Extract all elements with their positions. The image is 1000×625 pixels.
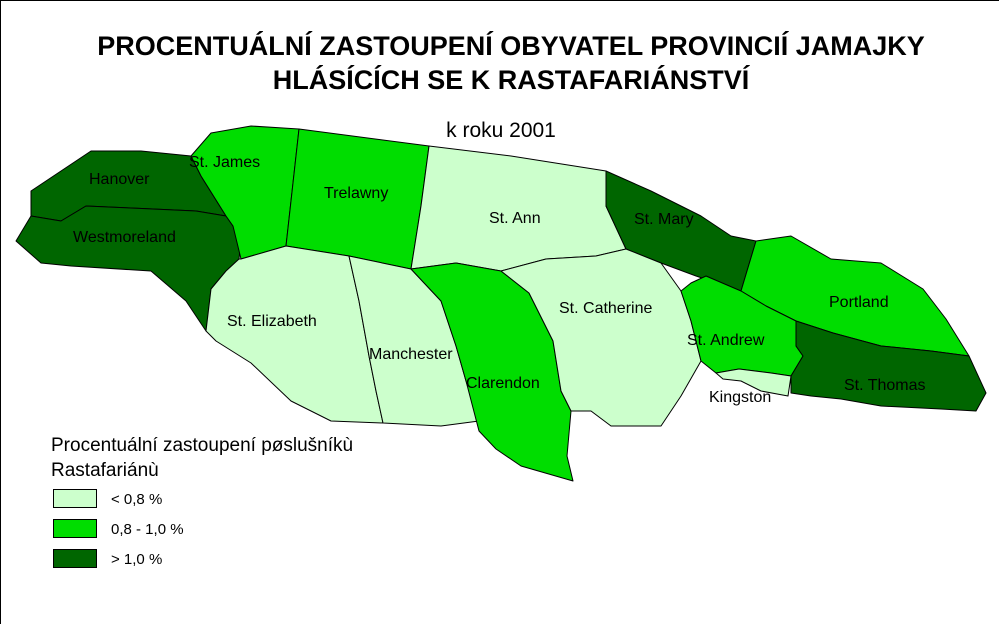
label-clarendon: Clarendon	[466, 375, 540, 392]
parish-st-catherine	[500, 248, 702, 427]
label-westmoreland: Westmoreland	[73, 229, 176, 246]
label-st-andrew: St. Andrew	[687, 332, 765, 349]
label-st-thomas: St. Thomas	[844, 377, 926, 394]
label-st-mary: St. Mary	[634, 211, 694, 228]
legend-title-line1: Procentuální zastoupení pøslušníkù	[51, 435, 354, 456]
label-hanover: Hanover	[89, 171, 150, 188]
parish-shape	[410, 145, 627, 272]
label-st-ann: St. Ann	[489, 210, 541, 227]
parish-shape	[500, 248, 702, 427]
label-trelawny: Trelawny	[324, 185, 388, 202]
legend-item: > 1,0 %	[51, 549, 511, 579]
legend-swatch	[53, 519, 97, 538]
parish-kingston	[715, 368, 792, 397]
parish-st-ann	[410, 145, 627, 272]
parish-shape	[790, 320, 987, 412]
map-subtitle: k roku 2001	[446, 119, 556, 142]
parish-st-thomas	[790, 320, 987, 412]
parish-westmoreland	[15, 205, 242, 332]
parish-shape	[15, 205, 242, 332]
legend-swatch	[53, 489, 97, 508]
label-manchester: Manchester	[369, 346, 453, 363]
legend-swatch	[53, 549, 97, 568]
parish-shape	[715, 368, 792, 397]
label-st-james: St. James	[189, 154, 260, 171]
legend-title: Procentuální zastoupení pøslušníkù Rasta…	[51, 433, 511, 483]
label-st-elizabeth: St. Elizabeth	[227, 313, 317, 330]
map-title-line2: HLÁSÍCÍCH SE K RASTAFARIÁNSTVÍ	[272, 65, 750, 95]
map-title-line1: PROCENTUÁLNÍ ZASTOUPENÍ OBYVATEL PROVINC…	[97, 31, 925, 61]
legend: Procentuální zastoupení pøslušníkù Rasta…	[51, 433, 511, 579]
label-st-catherine: St. Catherine	[559, 300, 652, 317]
legend-label: 0,8 - 1,0 %	[111, 521, 184, 538]
label-portland: Portland	[829, 294, 889, 311]
legend-label: < 0,8 %	[111, 491, 163, 508]
label-kingston: Kingston	[709, 389, 771, 406]
legend-item: < 0,8 %	[51, 489, 511, 519]
legend-item: 0,8 - 1,0 %	[51, 519, 511, 549]
legend-title-line2: Rastafariánù	[51, 460, 159, 481]
legend-label: > 1,0 %	[111, 551, 163, 568]
